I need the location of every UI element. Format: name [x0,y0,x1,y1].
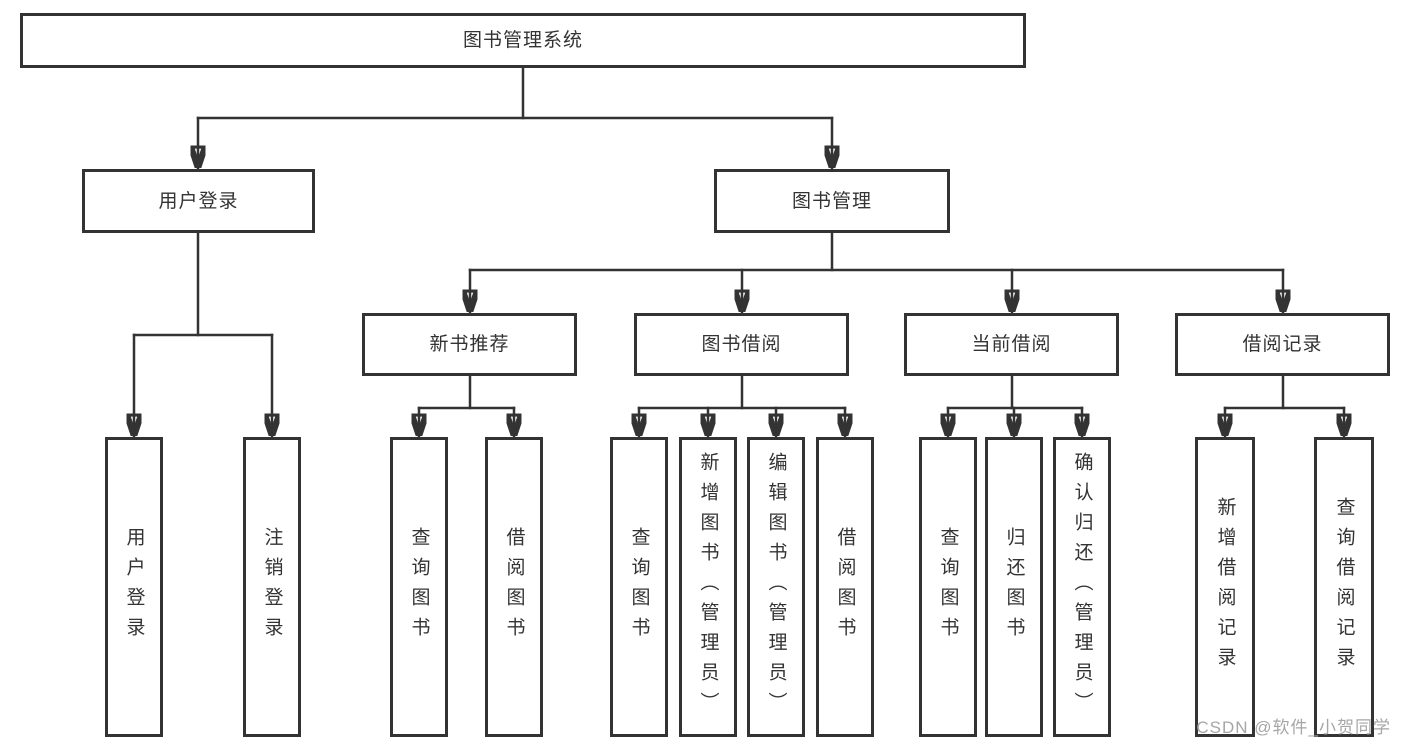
leaf-current-confirm-return-admin: 确认归还（管理员） [1053,437,1111,737]
node-new-book-recommend: 新书推荐 [362,313,577,376]
leaf-record-query-borrow-record-label: 查询借阅记录 [1333,497,1355,677]
node-current-borrow: 当前借阅 [904,313,1119,376]
node-user-login: 用户登录 [82,169,315,233]
connector-root-to-level2 [198,66,832,170]
leaf-newbook-borrow-books: 借阅图书 [485,437,543,737]
leaf-record-add-borrow-record: 新增借阅记录 [1195,437,1255,737]
leaf-logout: 注销登录 [243,437,301,737]
leaf-borrow-edit-books-admin-label: 编辑图书（管理员） [765,452,787,722]
node-user-login-label: 用户登录 [158,190,239,212]
leaf-current-query-books: 查询图书 [919,437,977,737]
node-borrow-record: 借阅记录 [1175,313,1390,376]
leaf-borrow-query-books-label: 查询图书 [628,527,650,647]
leaf-borrow-add-books-admin: 新增图书（管理员） [679,437,737,737]
node-book-management-label: 图书管理 [791,190,872,212]
leaf-borrow-edit-books-admin: 编辑图书（管理员） [747,437,805,737]
node-borrow-record-label: 借阅记录 [1242,334,1323,355]
leaf-current-return-books: 归还图书 [985,437,1043,737]
csdn-watermark: CSDN @软件_小贺同学 [1196,718,1391,737]
connector-current-borrow-to-leaves [948,374,1082,438]
leaf-borrow-add-books-admin-label: 新增图书（管理员） [697,452,719,722]
leaf-borrow-query-books: 查询图书 [610,437,668,737]
node-book-borrow: 图书借阅 [634,313,849,376]
leaf-newbook-query-books-label: 查询图书 [408,527,430,647]
leaf-borrow-borrow-books-label: 借阅图书 [834,527,856,647]
leaf-newbook-query-books: 查询图书 [390,437,448,737]
connector-new-book-to-leaves [419,374,514,438]
leaf-current-confirm-return-admin-label: 确认归还（管理员） [1071,452,1093,722]
node-root-library-system: 图书管理系统 [20,13,1026,68]
node-root-label: 图书管理系统 [462,30,583,51]
leaf-borrow-borrow-books: 借阅图书 [816,437,874,737]
leaf-user-login: 用户登录 [105,437,163,737]
leaf-logout-label: 注销登录 [261,527,283,647]
connector-borrow-record-to-leaves [1225,374,1344,438]
leaf-current-query-books-label: 查询图书 [937,527,959,647]
connector-user-login-to-leaves [134,231,272,438]
leaf-user-login-label: 用户登录 [123,527,145,647]
leaf-record-query-borrow-record: 查询借阅记录 [1314,437,1374,737]
node-book-management: 图书管理 [714,169,950,233]
leaf-record-add-borrow-record-label: 新增借阅记录 [1214,497,1236,677]
node-current-borrow-label: 当前借阅 [971,334,1052,355]
node-new-book-recommend-label: 新书推荐 [429,334,510,355]
node-book-borrow-label: 图书借阅 [701,334,782,355]
leaf-current-return-books-label: 归还图书 [1003,527,1025,647]
connector-book-mgmt-to-level3 [470,231,1283,314]
connector-book-borrow-to-leaves [639,374,845,438]
leaf-newbook-borrow-books-label: 借阅图书 [503,527,525,647]
